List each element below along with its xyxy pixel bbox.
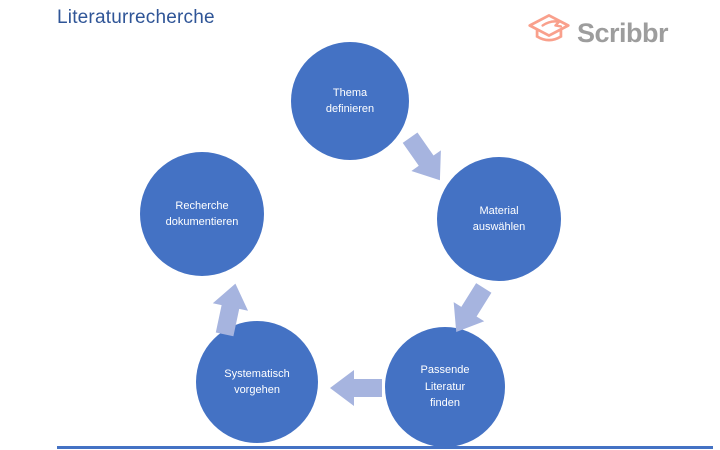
- cycle-step-thema-definieren: Thema definieren: [291, 42, 409, 160]
- step-label: Recherche dokumentieren: [165, 199, 239, 229]
- step-label: Passende Literatur finden: [420, 364, 470, 410]
- step-label: Material auswählen: [472, 204, 526, 234]
- flow-arrow-icon-4: [212, 283, 249, 337]
- scribbr-logo: Scribbr: [527, 12, 669, 55]
- step-label: Systematisch vorgehen: [224, 367, 290, 397]
- cycle-step-passende-literatur-finden: Passende Literatur finden: [385, 327, 505, 447]
- page-title: Literaturrecherche: [57, 7, 215, 28]
- bottom-accent-bar: [57, 446, 713, 449]
- flow-arrow-icon-3: [330, 370, 382, 406]
- cycle-step-recherche-dokumentieren: Recherche dokumentieren: [140, 152, 264, 276]
- cycle-step-material-auswaehlen: Material auswählen: [437, 157, 561, 281]
- flow-arrow-icon-1: [402, 132, 441, 181]
- cycle-step-systematisch-vorgehen: Systematisch vorgehen: [196, 321, 318, 443]
- flow-arrow-icon-2: [453, 283, 492, 333]
- step-label: Thema definieren: [325, 86, 375, 116]
- logo-wordmark: Scribbr: [576, 18, 669, 48]
- graduation-cap-icon: [527, 12, 571, 55]
